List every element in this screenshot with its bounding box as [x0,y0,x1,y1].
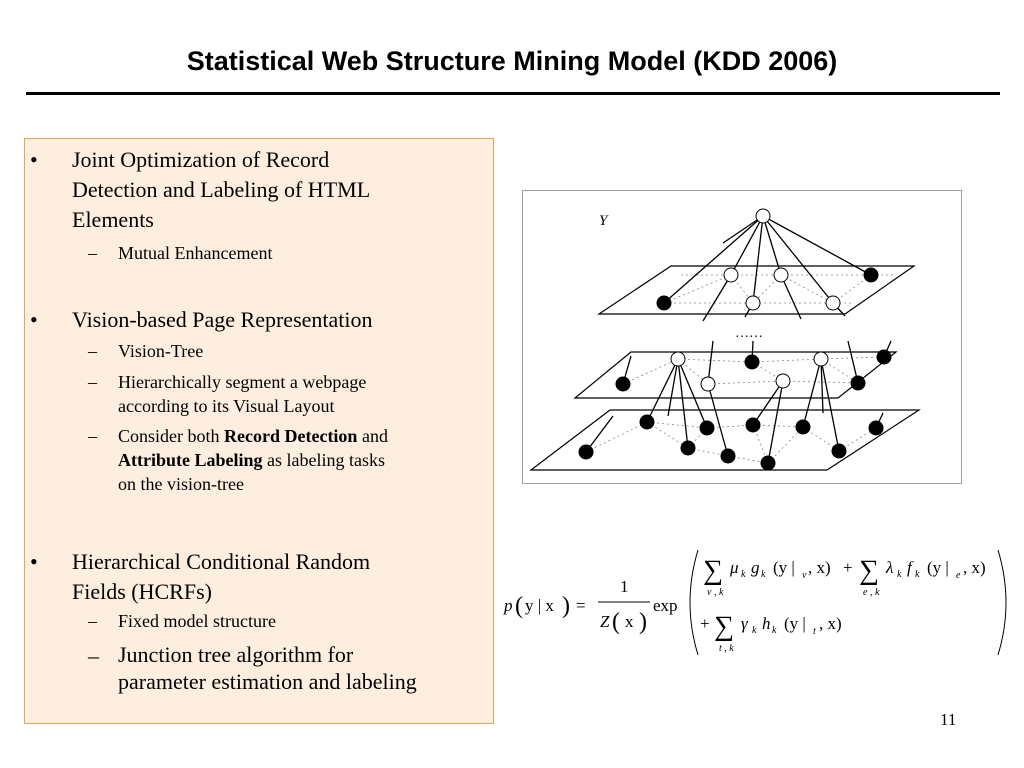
eq-paren: ( [612,609,620,635]
sub-bullet-line: according to its Visual Layout [118,396,335,416]
eq-y-given-x: y | x [525,596,554,615]
bullet-line: Detection and Labeling of HTML [72,177,371,202]
middle-plane [573,351,898,399]
eq-sub-tk: t , k [719,643,734,654]
title-divider [26,92,1000,95]
eq-paren: ( [515,593,523,619]
sub-bullet-dash: – [88,243,97,263]
bullet-marker: • [30,147,38,172]
eq-lambda: λ [885,558,893,577]
eq-sum: ∑ [714,611,734,642]
plane-grid-lines [585,274,893,464]
eq-x: x [625,612,634,631]
bullet-vision-based: Vision-based Page Representation [72,307,373,332]
eq-gamma: γ [741,614,749,633]
text-run: Consider both [118,426,220,446]
root-node [755,208,771,224]
eq-sub-v: v [802,570,807,581]
sub-bullet-junction: Junction tree algorithm for parameter es… [118,641,478,695]
sub-bullet-line: Hierarchically segment a webpage [118,372,367,392]
eq-one: 1 [620,577,629,596]
content-panel [24,138,494,724]
sub-bullet-fixed: Fixed model structure [118,611,276,631]
sub-bullet-line: on the vision-tree [118,474,244,494]
eq-paren: ) [639,609,647,635]
bullet-line: Fields (HCRFs) [72,579,212,604]
slide-title: Statistical Web Structure Mining Model (… [186,46,838,76]
sub-bullet-line: Junction tree algorithm for [118,642,354,667]
eq-sub-t: t [813,626,816,637]
bold-term-attribute-labeling: Attribute Labeling [118,450,263,470]
sub-bullet-dash: – [88,372,97,392]
eq-arg: (y | [784,614,806,633]
eq-sub-k: k [741,569,746,580]
eq-f: f [907,558,914,577]
hcrf-equation: p ( y | x ) = 1 Z ( x ) exp ∑ v , k μ k … [500,545,1015,660]
eq-arg: (y | [773,558,795,577]
sub-bullet-line: Attribute Labeling as labeling tasks [118,448,478,472]
sub-bullet-mutual: Mutual Enhancement [118,243,273,263]
eq-arg: , x) [808,558,831,577]
sub-bullet-dash: – [88,643,99,668]
sub-bullet-line: parameter estimation and labeling [118,669,417,694]
bullet-line: Hierarchical Conditional Random [72,549,371,574]
eq-sub-e: e [956,570,961,581]
eq-plus: + [843,558,853,577]
eq-arg: (y | [927,558,949,577]
eq-sub-k: k [752,625,757,636]
ellipsis-label: …… [735,326,763,341]
eq-z: Z [600,612,610,631]
eq-sub-k: k [897,569,902,580]
root-label: Y [599,213,609,229]
tree-nodes [578,208,892,471]
eq-arg: , x) [963,558,986,577]
sub-bullet-segment: Hierarchically segment a webpage accordi… [118,370,478,418]
text-run: as labeling tasks [267,450,385,470]
eq-equals: = [576,596,586,615]
eq-sub-k: k [772,625,777,636]
eq-sum: ∑ [703,555,723,586]
eq-plus: + [700,614,710,633]
eq-mu: μ [729,558,739,577]
sub-bullet-dash: – [88,341,97,361]
sub-bullet-line: Consider both Record Detection and [118,424,478,448]
eq-sub-vk: v , k [707,587,724,598]
bullet-hcrf: Hierarchical Conditional Random Fields (… [72,547,482,607]
sub-bullet-dash: – [88,611,97,631]
text-run: and [361,426,388,446]
eq-h: h [762,614,771,633]
eq-big-left-paren [689,549,699,656]
bullet-line: Joint Optimization of Record [72,147,330,172]
eq-g: g [751,558,760,577]
eq-sub-ek: e , k [863,587,880,598]
sub-bullet-dash: – [88,426,97,446]
eq-big-right-paren [997,549,1007,656]
vision-tree-diagram: Y …… [529,208,922,471]
eq-sub-k: k [915,569,920,580]
page-number: 11 [940,710,957,729]
eq-p: p [503,596,513,615]
bullet-joint-optimization: Joint Optimization of Record Detection a… [72,145,482,235]
equation-graphic: p ( y | x ) = 1 Z ( x ) exp ∑ v , k μ k … [503,549,1007,656]
sub-bullet-consider: Consider both Record Detection and Attri… [118,424,478,496]
eq-arg: , x) [819,614,842,633]
vision-tree-figure: Y …… [522,190,962,484]
eq-sum: ∑ [859,555,879,586]
eq-sub-k: k [761,569,766,580]
bullet-marker: • [30,307,38,332]
bottom-plane [529,409,922,471]
eq-exp: exp [653,596,678,615]
eq-paren: ) [562,593,570,619]
sub-bullet-vision-tree: Vision-Tree [118,341,204,361]
bullet-marker: • [30,549,38,574]
top-plane [597,265,916,315]
bold-term-record-detection: Record Detection [224,426,358,446]
bullet-line: Elements [72,207,154,232]
